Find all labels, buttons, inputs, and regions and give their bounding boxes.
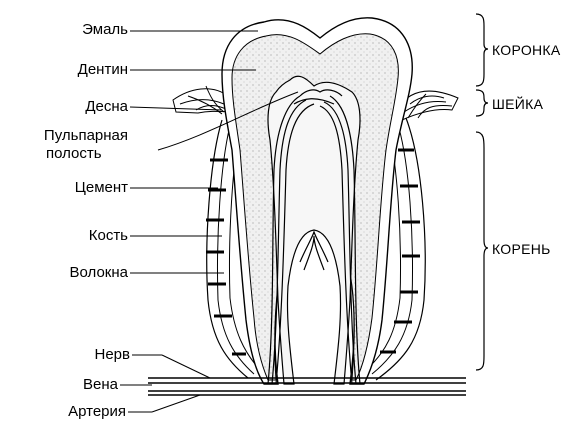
section-root: КОРЕНЬ: [492, 241, 551, 257]
label-bone: Кость: [20, 228, 128, 244]
label-vein: Вена: [20, 377, 118, 393]
label-dentin: Дентин: [20, 62, 128, 78]
label-pulp-cavity-line2: полость: [4, 146, 156, 162]
section-crown: КОРОНКА: [492, 42, 561, 58]
label-fibers: Волокна: [20, 265, 128, 281]
label-enamel: Эмаль: [20, 22, 128, 38]
label-gum: Десна: [20, 99, 128, 115]
section-neck: ШЕЙКА: [492, 96, 543, 112]
vessels: [148, 378, 466, 395]
label-pulp-cavity-line1: Пульпарная: [4, 128, 128, 144]
label-artery: Артерия: [20, 404, 126, 420]
label-nerve: Нерв: [20, 347, 130, 363]
section-brackets: [476, 14, 488, 370]
label-cement: Цемент: [20, 180, 128, 196]
